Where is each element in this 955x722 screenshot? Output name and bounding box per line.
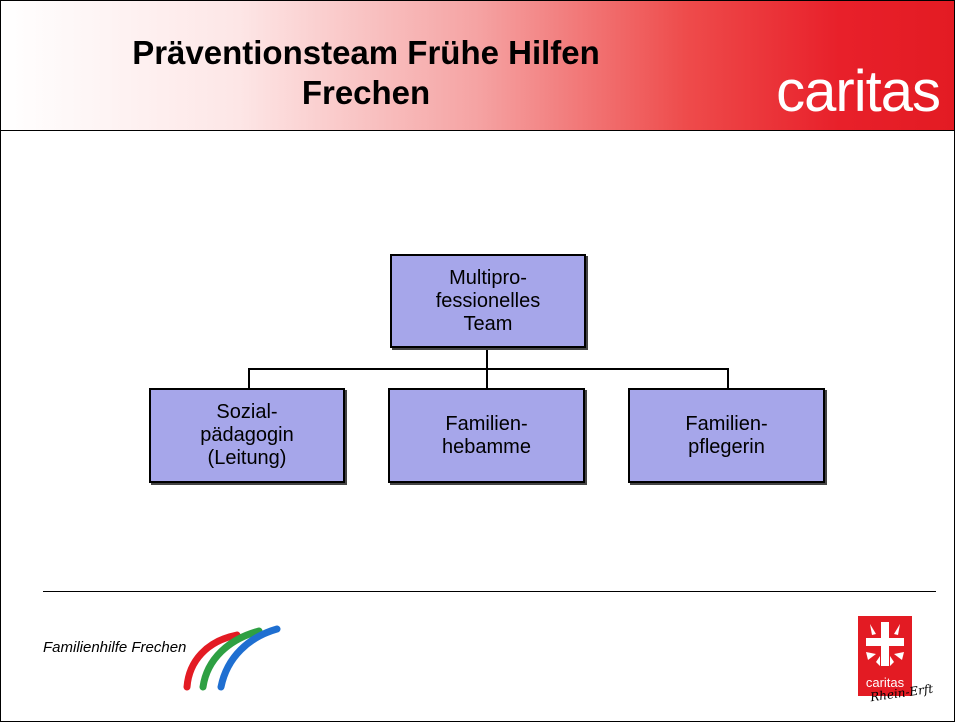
colored-swoosh-icon bbox=[183, 625, 281, 691]
slide-title: Präventionsteam Frühe Hilfen Frechen bbox=[21, 33, 711, 113]
connector-child-2 bbox=[486, 368, 488, 389]
caritas-emblem-word: caritas bbox=[865, 675, 905, 690]
caritas-cross-flame-icon bbox=[866, 622, 904, 666]
connector-child-3 bbox=[727, 368, 729, 389]
title-line-1: Präventionsteam Frühe Hilfen bbox=[132, 34, 600, 71]
org-node-sozialpaedagogin: Sozial- pädagogin (Leitung) bbox=[149, 388, 345, 483]
connector-horizontal bbox=[248, 368, 729, 370]
org-node-root: Multipro- fessionelles Team bbox=[390, 254, 586, 348]
org-node-familienpflegerin: Familien- pflegerin bbox=[628, 388, 825, 483]
caritas-rhein-erft-logo: caritas Rhein-Erft bbox=[858, 616, 950, 711]
org-node-root-label: Multipro- fessionelles Team bbox=[435, 266, 541, 335]
org-node-label: Sozial- pädagogin (Leitung) bbox=[200, 401, 294, 469]
header-band: Präventionsteam Frühe Hilfen Frechen car… bbox=[1, 1, 954, 131]
title-line-2: Frechen bbox=[301, 74, 431, 111]
familienhilfe-frechen-text: Familienhilfe Frechen bbox=[43, 639, 187, 656]
org-node-familienhebamme: Familien- hebamme bbox=[388, 388, 585, 483]
footer-divider bbox=[43, 591, 936, 592]
org-node-label: Familien- pflegerin bbox=[685, 412, 768, 458]
org-node-label: Familien- hebamme bbox=[442, 412, 531, 458]
familienhilfe-frechen-logo: Familienhilfe Frechen bbox=[37, 621, 287, 691]
caritas-emblem-box: caritas bbox=[858, 616, 912, 696]
connector-child-1 bbox=[248, 368, 250, 389]
caritas-wordmark: caritas bbox=[776, 59, 941, 124]
connector-root-down bbox=[486, 347, 488, 369]
